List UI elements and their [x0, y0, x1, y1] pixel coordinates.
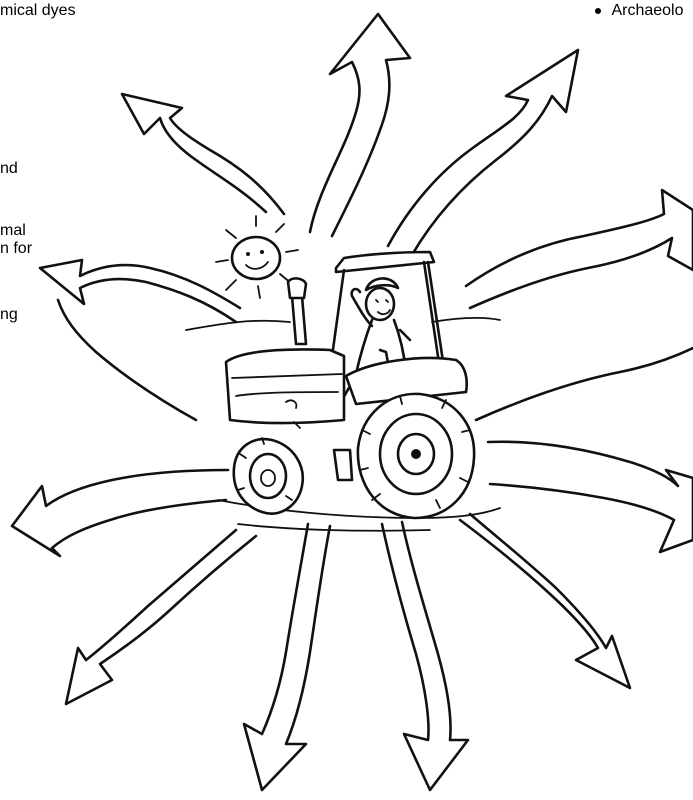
radiating-arrow-icon	[474, 346, 693, 554]
left-text-line-5: ng	[0, 306, 18, 323]
radiating-arrow-icon	[38, 258, 242, 324]
radiating-arrow-icon	[64, 528, 258, 706]
radiating-arrow-icon-group	[10, 12, 693, 792]
radiating-arrow-icon	[56, 298, 198, 422]
sun-icon	[215, 215, 299, 299]
front-wheel	[232, 437, 305, 515]
right-text-line-1: Archaeolo	[611, 2, 684, 19]
radiating-arrow-icon	[120, 92, 286, 216]
left-text-line-3: mal	[0, 222, 26, 239]
right-bullet-item: Archaeolo	[595, 2, 684, 20]
rear-wheel	[356, 392, 476, 520]
radiating-arrow-icon	[380, 520, 470, 792]
tractor-icon	[224, 250, 476, 520]
left-text-line-4: n for	[0, 240, 33, 257]
left-text-line-1: mical dyes	[0, 2, 76, 19]
radiating-arrow-icon	[242, 522, 332, 792]
radiating-arrow-icon	[464, 188, 693, 310]
radiating-arrow-icon	[308, 12, 412, 238]
bullet-icon	[595, 7, 601, 14]
radiating-arrow-icon	[458, 512, 632, 690]
radiating-arrow-icon	[10, 468, 230, 558]
left-text-line-2: nd	[0, 160, 18, 177]
radiating-arrow-icon	[386, 48, 580, 264]
